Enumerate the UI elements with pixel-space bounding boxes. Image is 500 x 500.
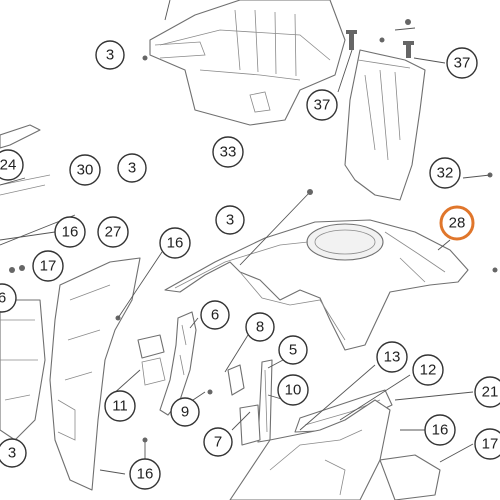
svg-text:27: 27: [105, 224, 122, 241]
svg-text:16: 16: [62, 224, 79, 241]
svg-text:37: 37: [454, 55, 471, 72]
callout-17-left[interactable]: 17: [32, 250, 64, 282]
callout-16-left[interactable]: 16: [54, 216, 86, 248]
callout-16-bottom[interactable]: 16: [129, 458, 161, 490]
bolt-37-right: [403, 41, 414, 58]
callout-3-center[interactable]: 3: [215, 205, 245, 235]
svg-text:28: 28: [449, 215, 466, 232]
svg-text:6: 6: [0, 290, 6, 307]
part-8-rod: [227, 359, 273, 446]
callout-3-bottom[interactable]: 3: [0, 438, 27, 468]
bolt-37-left: [346, 30, 357, 50]
svg-text:17: 17: [482, 436, 499, 453]
callout-13[interactable]: 13: [376, 341, 408, 373]
callout-8[interactable]: 8: [245, 312, 275, 342]
svg-text:13: 13: [384, 349, 401, 366]
callout-11[interactable]: 11: [104, 390, 136, 422]
callout-5[interactable]: 5: [278, 335, 308, 365]
svg-text:3: 3: [106, 47, 114, 64]
svg-text:10: 10: [285, 382, 302, 399]
svg-text:3: 3: [8, 445, 16, 462]
callout-30[interactable]: 30: [69, 154, 101, 186]
svg-text:11: 11: [112, 398, 128, 415]
callout-12[interactable]: 12: [412, 354, 444, 386]
svg-text:17: 17: [40, 258, 57, 275]
svg-text:16: 16: [137, 466, 154, 483]
svg-text:24: 24: [0, 157, 16, 174]
callout-37-middle[interactable]: 37: [306, 89, 338, 121]
svg-text:16: 16: [432, 422, 449, 439]
part-32-cover: [344, 49, 426, 201]
svg-text:37: 37: [314, 97, 331, 114]
callout-17-right[interactable]: 17: [474, 428, 500, 460]
svg-text:7: 7: [214, 434, 222, 451]
callout-16-right[interactable]: 16: [424, 414, 456, 446]
callout-3-left[interactable]: 3: [117, 153, 147, 183]
svg-text:32: 32: [437, 165, 454, 182]
callout-32[interactable]: 32: [429, 157, 461, 189]
callout-10[interactable]: 10: [277, 374, 309, 406]
svg-text:8: 8: [256, 319, 264, 336]
callout-6-left[interactable]: 6: [0, 283, 17, 313]
callout-3-top[interactable]: 3: [95, 40, 125, 70]
svg-text:12: 12: [420, 362, 437, 379]
part-27-side-panel: [49, 257, 141, 491]
callout-24[interactable]: 24: [0, 149, 24, 181]
svg-text:3: 3: [226, 212, 234, 229]
svg-text:16: 16: [167, 235, 184, 252]
part-21-frame: [229, 399, 441, 500]
callout-7[interactable]: 7: [203, 427, 233, 457]
svg-text:5: 5: [289, 342, 297, 359]
callout-28-highlighted[interactable]: 28: [439, 205, 475, 241]
svg-text:3: 3: [128, 160, 136, 177]
callout-33[interactable]: 33: [212, 136, 244, 168]
svg-text:21: 21: [482, 384, 499, 401]
callout-21[interactable]: 21: [474, 376, 500, 408]
svg-text:33: 33: [220, 144, 237, 161]
svg-text:9: 9: [181, 404, 189, 421]
part-left-frame: [0, 124, 51, 441]
svg-text:30: 30: [77, 162, 94, 179]
callout-9[interactable]: 9: [170, 397, 200, 427]
callout-27[interactable]: 27: [97, 216, 129, 248]
callout-37-right[interactable]: 37: [446, 47, 478, 79]
svg-text:6: 6: [211, 307, 219, 324]
part-33-airbox: [149, 0, 346, 126]
callout-6[interactable]: 6: [200, 300, 230, 330]
part-28-tank-cover: [164, 219, 469, 351]
callout-16-center[interactable]: 16: [159, 227, 191, 259]
